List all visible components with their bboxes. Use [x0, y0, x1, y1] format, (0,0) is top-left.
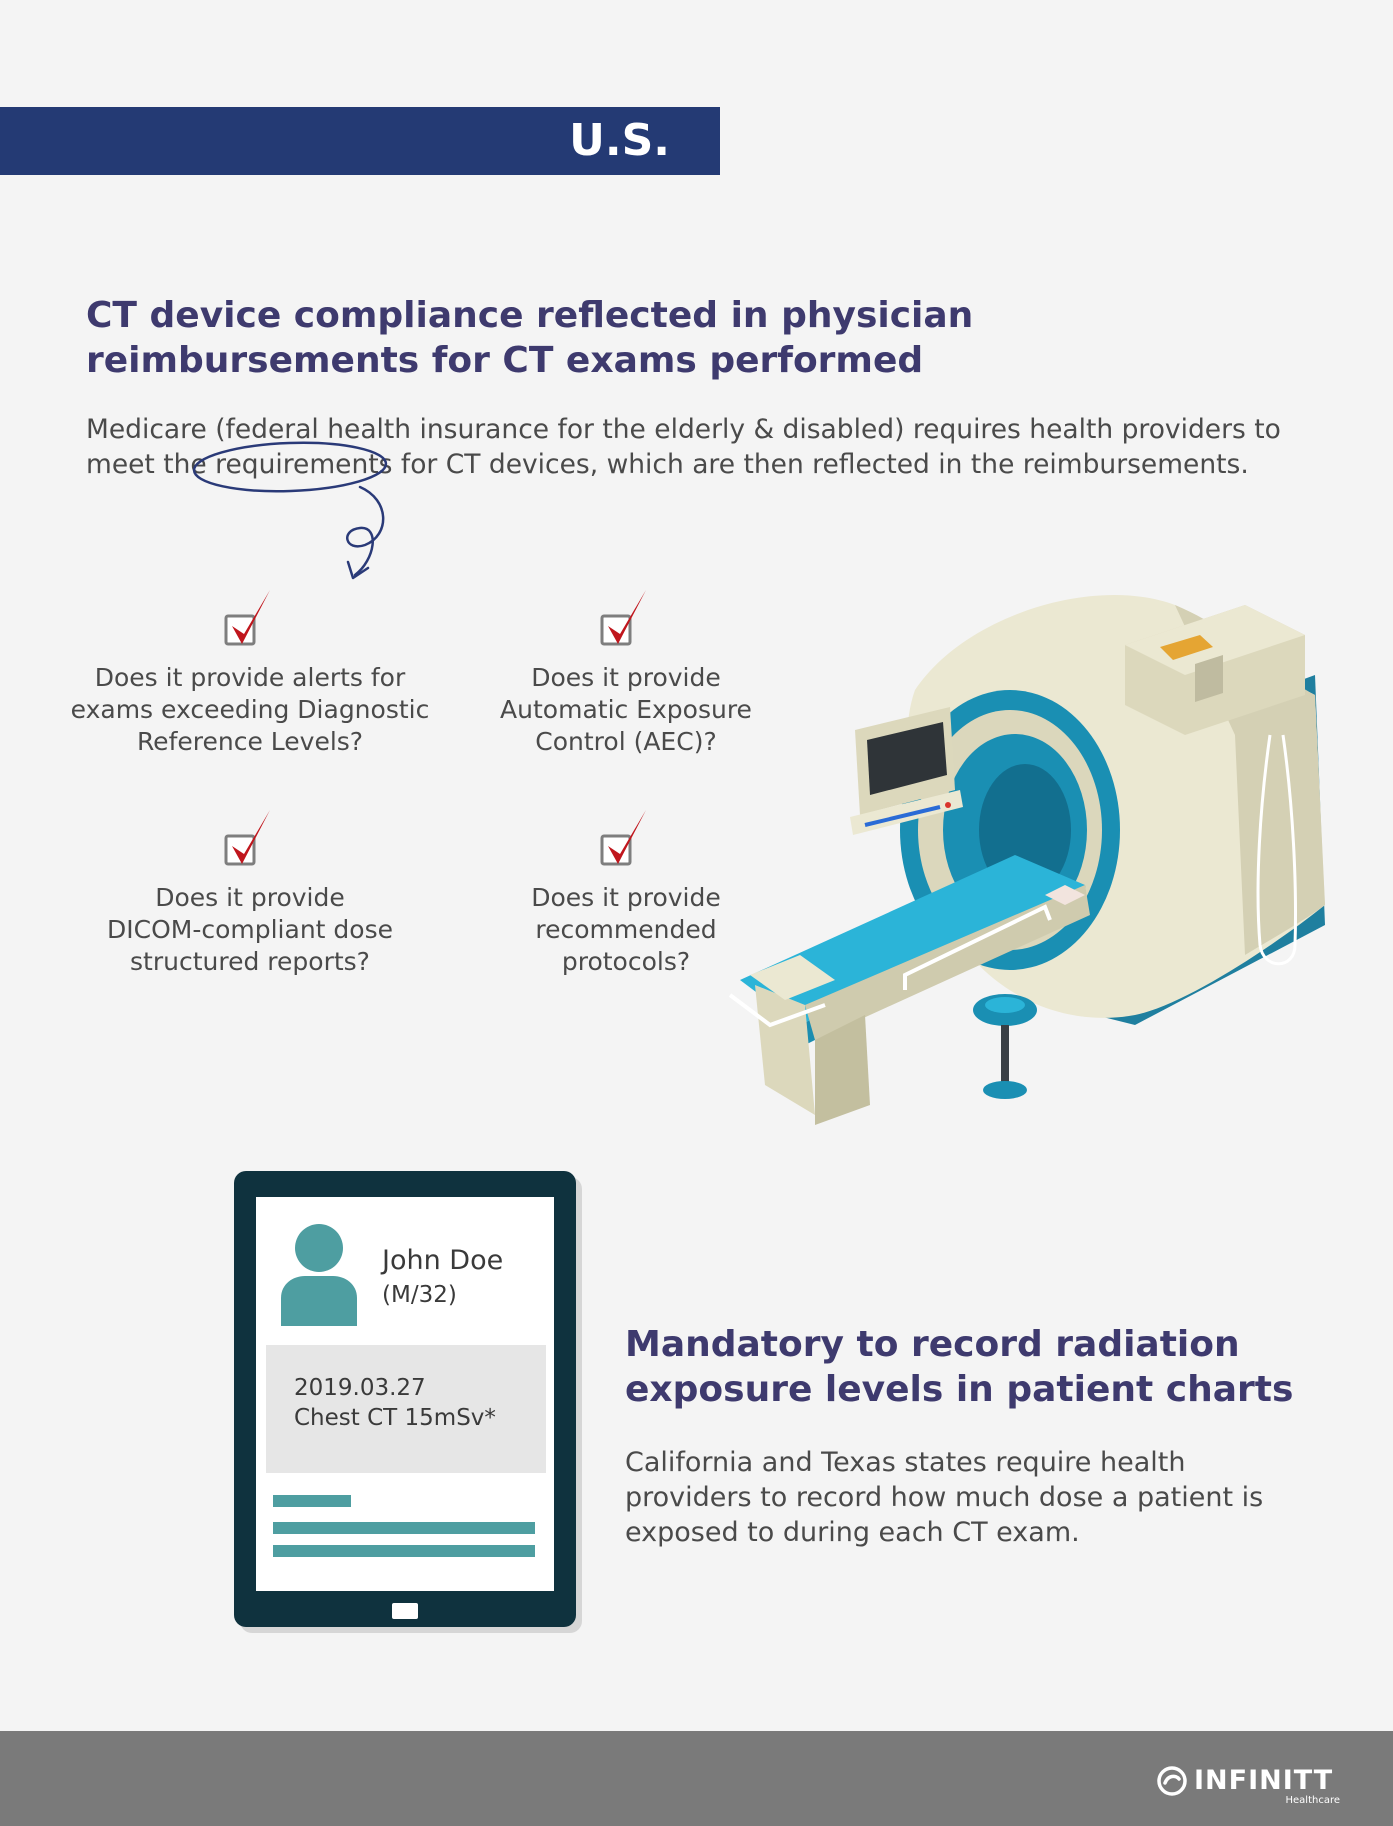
placeholder-line — [273, 1495, 351, 1507]
reimbursement-body: Medicare (federal health insurance for t… — [86, 414, 1281, 480]
requirement-text: Does it provide recommended protocols? — [531, 883, 721, 976]
recording-heading: Mandatory to record radiation exposure l… — [625, 1324, 1294, 1410]
footer: INFINITT Healthcare — [0, 1731, 1393, 1826]
requirement-protocols: Does it provide recommended protocols? — [436, 806, 816, 978]
requirement-dose-alerts: Does it provide alerts for exams exceedi… — [60, 586, 440, 758]
patient-info: (M/32) — [382, 1282, 457, 1308]
checkbox-icon — [220, 806, 280, 872]
requirement-aec: Does it provide Automatic Exposure Contr… — [436, 586, 816, 758]
logo-sub: Healthcare — [1285, 1795, 1340, 1806]
checkbox-icon — [596, 806, 656, 872]
region-label: U.S. — [569, 115, 670, 166]
recording-body: California and Texas states require heal… — [625, 1447, 1264, 1548]
exam-record: 2019.03.27 Chest CT 15mSv* — [266, 1345, 546, 1473]
record-date: 2019.03.27 — [294, 1375, 426, 1401]
placeholder-line — [273, 1522, 535, 1534]
requirement-text: Does it provide alerts for exams exceedi… — [70, 663, 430, 756]
tablet-screen: John Doe (M/32) 2019.03.27 Chest CT 15mS… — [256, 1197, 554, 1591]
checkbox-icon — [596, 586, 656, 652]
infinitt-logo: INFINITT Healthcare — [1148, 1765, 1348, 1811]
tablet-home-button — [392, 1603, 418, 1619]
patient-name: John Doe — [382, 1245, 504, 1276]
checkbox-icon — [220, 586, 280, 652]
reimbursement-heading: CT device compliance reflected in physic… — [86, 295, 974, 381]
region-banner: U.S. — [0, 107, 720, 175]
requirement-text: Does it provide Automatic Exposure Contr… — [500, 663, 752, 756]
requirement-dicom-reports: Does it provide DICOM-compliant dose str… — [60, 806, 440, 978]
annotation-arrow-icon — [192, 441, 388, 580]
ct-scanner-icon — [728, 594, 1325, 1125]
record-exam: Chest CT 15mSv* — [294, 1405, 496, 1431]
patient-chart-tablet: John Doe (M/32) 2019.03.27 Chest CT 15mS… — [234, 1171, 576, 1627]
logo-name: INFINITT — [1194, 1765, 1334, 1796]
placeholder-line — [273, 1545, 535, 1557]
infinitt-logo-icon — [1157, 1766, 1187, 1796]
avatar-icon — [281, 1224, 357, 1326]
requirement-text: Does it provide DICOM-compliant dose str… — [107, 883, 393, 976]
